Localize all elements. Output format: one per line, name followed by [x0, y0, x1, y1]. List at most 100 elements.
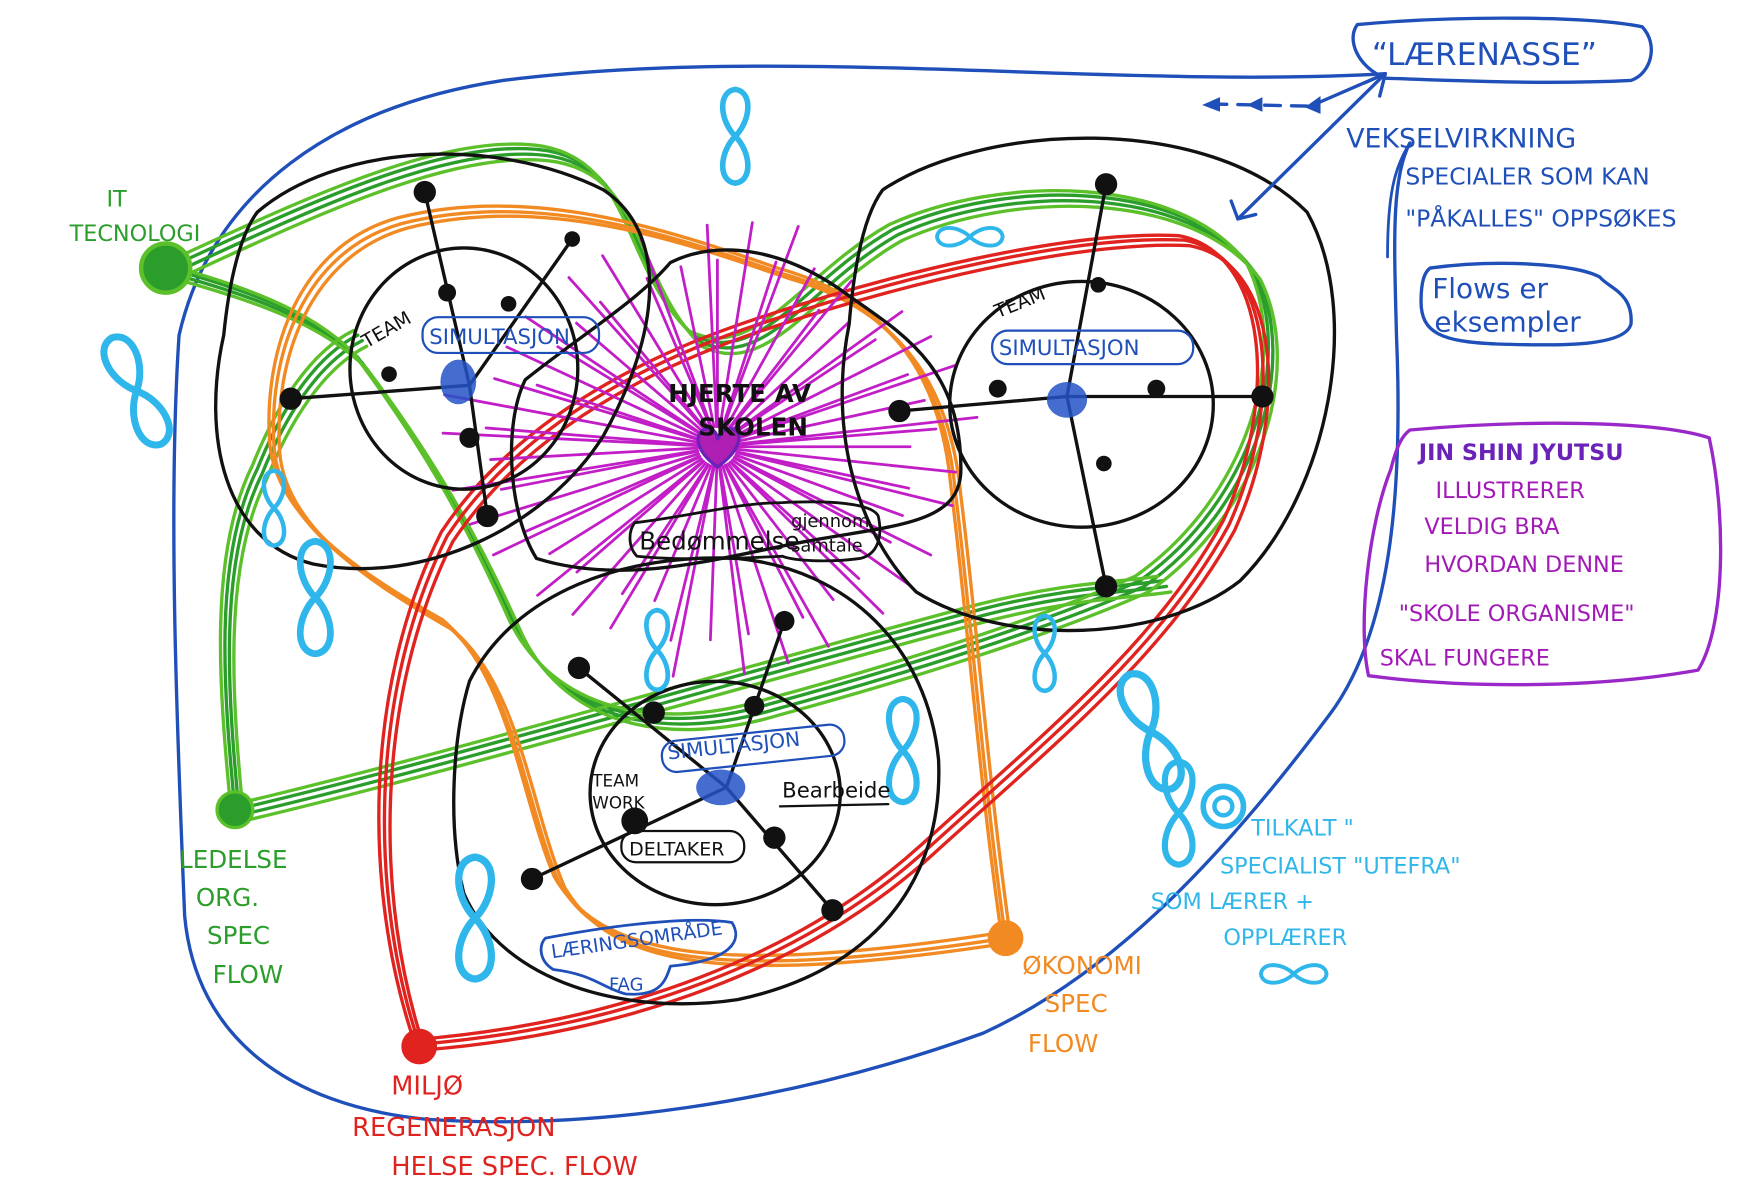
heart-ray: [735, 451, 954, 507]
heart-ray: [721, 464, 790, 665]
heart-ray: [493, 377, 700, 442]
learning-area-box: [539, 918, 738, 996]
label-line: HELSE SPEC. FLOW: [391, 1152, 637, 1182]
flows-note-box: [1419, 261, 1633, 347]
heart-ray: [505, 345, 702, 439]
heart-blob: [509, 248, 963, 572]
simulation-hubs: [440, 359, 1088, 806]
process-underline: [778, 803, 890, 808]
assessment-label: Bedømmelse gjennom samtale: [639, 511, 869, 557]
simulation-label: SIMULTASJON: [999, 336, 1140, 361]
okonomi-flow-label: ØKONOMI SPEC FLOW: [1022, 951, 1142, 1058]
heart-ray: [721, 260, 778, 429]
label-line: ØKONOMI: [1022, 951, 1142, 980]
note-line: "SKOLE ORGANISME": [1399, 601, 1635, 627]
label-line: samtale: [791, 536, 863, 557]
heart-ray: [535, 383, 701, 441]
miljo-flow-label: MILJØ REGENERASJON HELSE SPEC. FLOW: [352, 1072, 638, 1182]
heart-ray: [735, 447, 958, 474]
heart-ray: [499, 450, 700, 491]
heart-ray: [705, 223, 719, 429]
miljo-node: [401, 1028, 438, 1065]
heart-ray: [645, 276, 713, 430]
heart-ray: [575, 321, 706, 434]
interaction-note-bracket: [1386, 141, 1412, 259]
heart-ray: [653, 464, 713, 603]
team-label: TEAM: [990, 283, 1048, 324]
heart-ray: [708, 465, 719, 642]
heart-ray: [723, 463, 805, 619]
simulation-label: SIMULTASJON: [666, 727, 801, 765]
heart-ray: [598, 300, 708, 432]
infinity-icon: [459, 857, 492, 979]
heart-ray: [524, 315, 704, 436]
note-line: TILKALT ": [1250, 815, 1354, 841]
heart-ray: [484, 426, 699, 447]
label-line: FAG: [609, 975, 643, 996]
team-blob-right: [840, 136, 1337, 633]
label-line: SPEC: [207, 921, 270, 950]
specialist-spiral-node: [1200, 783, 1247, 830]
infinity-icon: [723, 89, 748, 183]
simulation-label-box: [421, 316, 601, 355]
heart-of-school-label: HJERTE AV SKOLEN: [668, 379, 811, 442]
note-line: SPECIALER SOM KAN: [1405, 162, 1649, 190]
heart-ray: [732, 456, 892, 544]
heart-ray: [733, 335, 933, 438]
label-line: REGENERASJON: [352, 1113, 555, 1143]
ledelse-flow-label: LEDELSE ORG. SPEC FLOW: [179, 845, 287, 989]
participant-label-box: [620, 829, 746, 864]
note-line: JIN SHIN JYUTSU: [1417, 440, 1624, 466]
heart-ray: [717, 465, 746, 676]
heart-ray: [441, 431, 699, 447]
team-circle-bottom: [588, 679, 842, 907]
heart-ray: [726, 308, 821, 432]
simulation-label: SIMULTASJON: [429, 325, 570, 350]
label-line: TEAM: [591, 770, 639, 790]
heart-ray: [669, 465, 715, 642]
heart-ray: [548, 457, 703, 556]
label-line: IT: [106, 187, 127, 213]
heart-ray: [728, 460, 885, 615]
team-circle-top-left: [348, 246, 580, 491]
heart-ray: [443, 393, 700, 444]
heart-ray: [731, 458, 912, 587]
note-line: VELDIG BRA: [1424, 514, 1560, 540]
simulation-label-box: [660, 723, 846, 774]
label-line: LEDELSE: [179, 845, 287, 874]
heart-ray: [556, 345, 703, 436]
okonomi-node: [987, 920, 1024, 957]
label-line: WORK: [592, 793, 645, 813]
assessment-label-box: [628, 500, 882, 563]
flows-note: Flows er eksempler: [1432, 272, 1581, 339]
team-label: TEAM: [357, 307, 415, 353]
note-line: OPPLÆRER: [1223, 925, 1347, 951]
it-node: [138, 241, 193, 295]
participant-label: DELTAKER: [629, 839, 724, 861]
label-line: ORG.: [196, 883, 259, 912]
infinity-icon: [889, 699, 917, 802]
note-line: SOM LÆRER +: [1151, 889, 1314, 915]
label-line: SKOLEN: [698, 413, 808, 442]
heart-ray: [736, 427, 938, 447]
note-line: Flows er: [1432, 272, 1548, 305]
heart-ray: [575, 460, 706, 574]
team-blob-top-left: [214, 152, 652, 571]
heart-ray: [718, 465, 750, 636]
note-line: ILLUSTRERER: [1436, 478, 1585, 504]
heart-ray: [735, 415, 979, 446]
arrowheads: [1202, 96, 1321, 114]
it-flow-label: IT TECNOLOGI: [69, 187, 201, 248]
heart-ray: [731, 338, 877, 436]
heart-ray: [729, 460, 861, 580]
heart-ray: [731, 310, 904, 435]
note-line: "PÅKALLES" OPPSØKES: [1405, 205, 1676, 233]
specialist-note: TILKALT " SPECIALIST "UTEFRA" SOM LÆRER …: [1151, 815, 1461, 950]
flow-nodes: [138, 241, 1247, 1065]
heart-ray: [489, 446, 699, 461]
heart-ray: [679, 265, 716, 429]
interaction-arrows: [1202, 72, 1387, 221]
heart-ray: [734, 453, 904, 517]
heart-ray: [726, 462, 835, 602]
